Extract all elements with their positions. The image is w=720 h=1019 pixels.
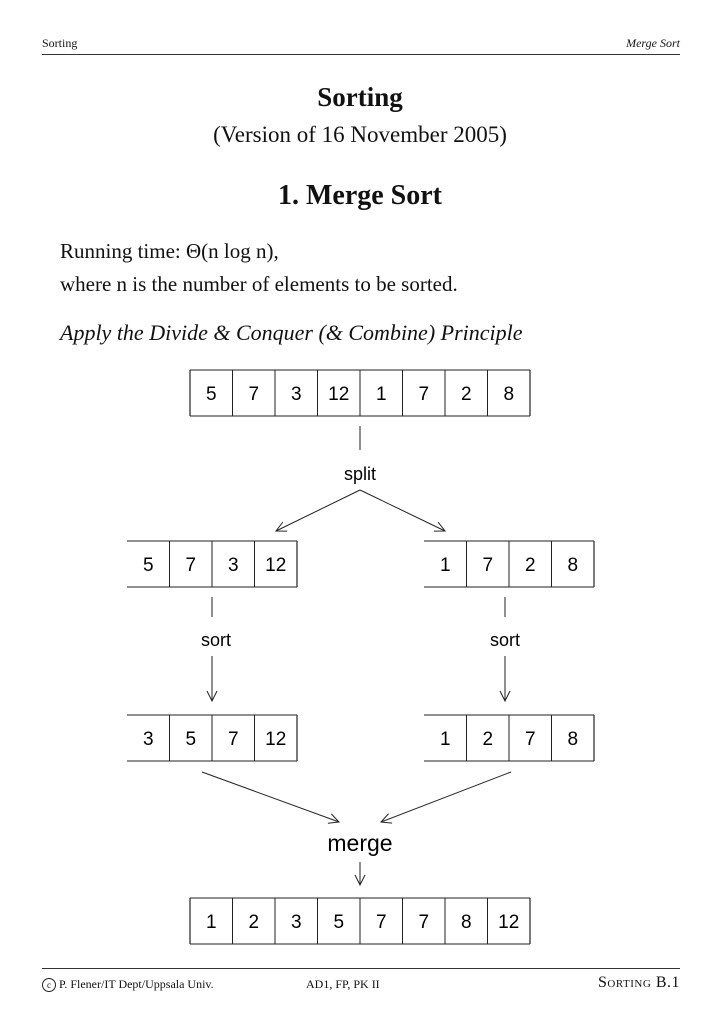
running-time-text: Running time: Θ(n log n),: [60, 239, 279, 263]
copyright-icon: c: [42, 978, 56, 992]
array-cell-value: 7: [376, 912, 387, 933]
array-cell-value: 8: [461, 912, 472, 933]
sort-right-label: sort: [490, 630, 520, 650]
footer-author: P. Flener/IT Dept/Uppsala Univ.: [59, 977, 214, 991]
right-sorted-array: 1 2 7 8: [424, 714, 595, 762]
merge-arrow-right: [381, 771, 512, 822]
array-cell-value: 7: [418, 384, 429, 405]
split-arrow-right: [359, 489, 445, 531]
footer-right: Sorting B.1: [598, 974, 680, 991]
array-cell-value: 2: [461, 384, 472, 405]
array-cell-value: 7: [525, 729, 536, 750]
array-cell-value: 12: [265, 555, 286, 576]
array-cell-value: 3: [228, 555, 239, 576]
split-arrow-left: [276, 489, 361, 531]
section-title: 1. Merge Sort: [277, 180, 443, 211]
array-cell-value: 7: [228, 729, 239, 750]
array-cell-value: 3: [291, 912, 302, 933]
split-label: split: [344, 464, 376, 484]
merge-arrow-left: [201, 771, 339, 822]
principle-text: Apply the Divide & Conquer (& Combine) P…: [60, 320, 523, 345]
array-cell-value: 7: [185, 555, 196, 576]
where-text: where n is the number of elements to be …: [60, 272, 458, 296]
input-array: 5 7 3 12 1 7 2 8: [189, 369, 531, 417]
array-cell-value: 1: [440, 729, 451, 750]
array-cell-value: 12: [498, 912, 519, 933]
array-cell-value: 3: [143, 729, 154, 750]
array-cell-value: 8: [503, 384, 514, 405]
running-header-left: Sorting: [42, 36, 78, 50]
array-cell-value: 2: [482, 729, 493, 750]
sort-left-label: sort: [201, 630, 231, 650]
array-cell-value: 5: [185, 729, 196, 750]
footer-middle: AD1, FP, PK II: [306, 977, 380, 991]
array-cell-value: 12: [265, 729, 286, 750]
array-cell-value: 12: [328, 384, 349, 405]
array-cell-value: 2: [525, 555, 536, 576]
array-cell-value: 5: [333, 912, 344, 933]
running-header-right: Merge Sort: [626, 36, 680, 50]
header-rule: [42, 54, 680, 55]
footer-rule: [42, 968, 680, 969]
array-cell-value: 3: [291, 384, 302, 405]
array-cell-value: 1: [206, 912, 217, 933]
left-sorted-array: 3 5 7 12: [127, 714, 298, 762]
array-cell-value: 5: [206, 384, 217, 405]
array-cell-value: 7: [418, 912, 429, 933]
array-cell-value: 8: [567, 555, 578, 576]
merge-label: merge: [327, 830, 392, 856]
array-cell-value: 7: [482, 555, 493, 576]
array-cell-value: 8: [567, 729, 578, 750]
left-half-array: 5 7 3 12: [127, 540, 298, 588]
array-cell-value: 2: [248, 912, 259, 933]
page-subtitle: (Version of 16 November 2005): [213, 122, 507, 147]
page-title: Sorting: [317, 82, 403, 112]
array-cell-value: 5: [143, 555, 154, 576]
array-cell-value: 1: [376, 384, 387, 405]
array-cell-value: 1: [440, 555, 451, 576]
array-cell-value: 7: [248, 384, 259, 405]
